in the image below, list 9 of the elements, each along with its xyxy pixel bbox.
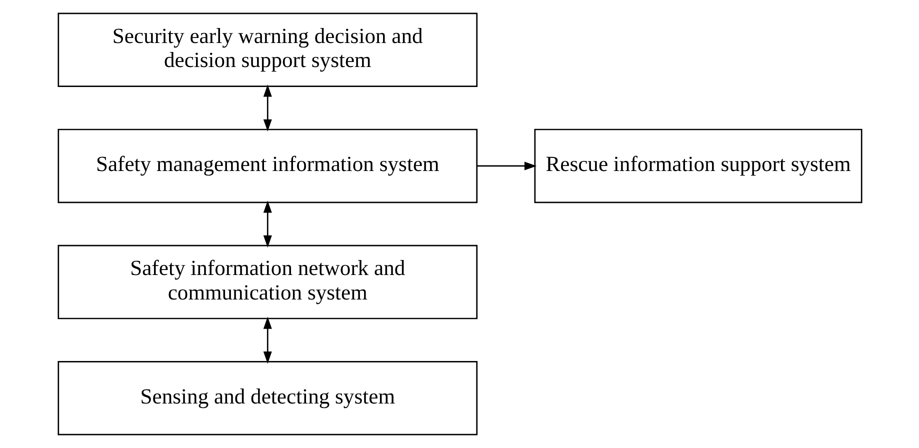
arrow [262, 200, 272, 248]
node-box: Rescue information support system [534, 128, 862, 204]
arrow [262, 316, 272, 364]
node-box: Sensing and detecting system [57, 361, 478, 436]
arrow [262, 84, 272, 132]
arrow [476, 162, 536, 170]
node-box: Security early warning decision and decision support system [57, 12, 478, 87]
node-box: Safety management information system [57, 128, 478, 204]
node-box: Safety information network and communication system [57, 244, 478, 320]
